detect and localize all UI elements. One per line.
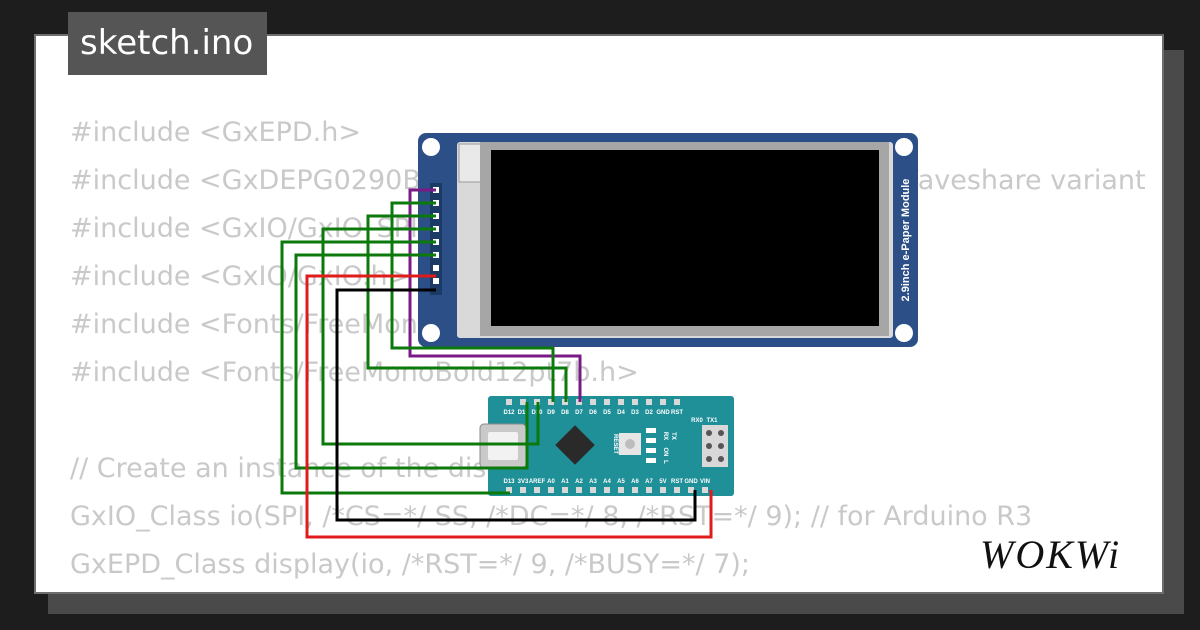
epaper-module[interactable]: 2.9inch e-Paper Module [418,133,918,347]
pin-label: RX0 [691,418,703,424]
small-label: RESET [612,434,618,454]
wokwi-logo: WOKWi [980,532,1121,577]
bottom-pin-row [506,487,708,493]
led-rx [646,438,656,443]
pin-label: D3 [631,410,639,416]
arduino-nano[interactable]: D12 D11 D10 D9 D8 D7 D6 D5 D4 D3 D2 GND … [479,396,734,496]
wire-dc[interactable] [366,214,568,402]
arduino-board [488,396,734,496]
file-tab[interactable]: sketch.ino [68,12,268,75]
wire-clk[interactable] [280,240,510,495]
pin-label: GND [656,410,670,416]
epaper-screen [491,150,879,326]
icsp-header [702,425,728,467]
pin-label: D4 [617,410,625,416]
pin-label: A4 [603,479,611,485]
wire-gnd[interactable] [335,288,697,522]
pin-label: RST [671,410,683,416]
pin-label: 3V3 [518,479,529,485]
usb-port [488,432,518,460]
small-label: TX [670,432,676,440]
led-l [646,458,656,463]
wire-din[interactable] [294,253,529,470]
pin-label: A0 [547,479,555,485]
pin-label: A5 [617,479,625,485]
pin-label: RST [671,479,683,485]
wires [280,188,713,539]
pin-label: A7 [645,479,653,485]
mount-hole [422,324,440,342]
pin-label: A1 [561,479,569,485]
mount-hole [422,138,440,156]
pin-label: D13 [503,479,515,485]
code-line: GxIO_Class io(SPI, /*CS=*/ SS, /*DC=*/ 8… [70,501,1033,532]
mount-hole [895,324,913,342]
pin-label: D9 [547,410,555,416]
pin-label: D12 [503,410,515,416]
pin-label: GND [684,479,698,485]
pin-label: D2 [645,410,653,416]
pin-label: D11 [518,410,529,416]
pin-label: A6 [631,479,639,485]
reset-button-cap [625,439,635,449]
epaper-label: 2.9inch e-Paper Module [900,179,912,302]
wire-busy[interactable] [408,188,582,402]
pin-label: 5V [659,479,666,485]
small-label: ON [662,448,668,457]
pin-label: A3 [589,479,597,485]
wokwi-logo-text: WOKWi [980,532,1121,577]
small-label: RX [662,432,668,440]
wire-vcc[interactable] [305,274,713,539]
led-on [646,448,656,453]
pin-label: D8 [561,410,569,416]
pin-label: A2 [575,479,583,485]
wire-cs[interactable] [321,227,540,446]
mcu-chip [555,425,595,465]
pin-label: AREF [529,479,546,485]
wire-rst[interactable] [390,201,555,402]
pin-label: D6 [589,410,597,416]
icsp-pins [706,430,724,462]
pin-label: VIN [700,479,710,485]
led-tx [646,428,656,433]
code-line: #include <GxEPD.h> [70,117,362,148]
pin-label: D7 [575,410,583,416]
small-label: L [662,460,668,464]
code-line: GxEPD_Class display(io, /*RST=*/ 9, /*BU… [70,549,750,580]
pin-label: D5 [603,410,611,416]
pin-label: TX1 [706,418,718,424]
mount-hole [895,138,913,156]
